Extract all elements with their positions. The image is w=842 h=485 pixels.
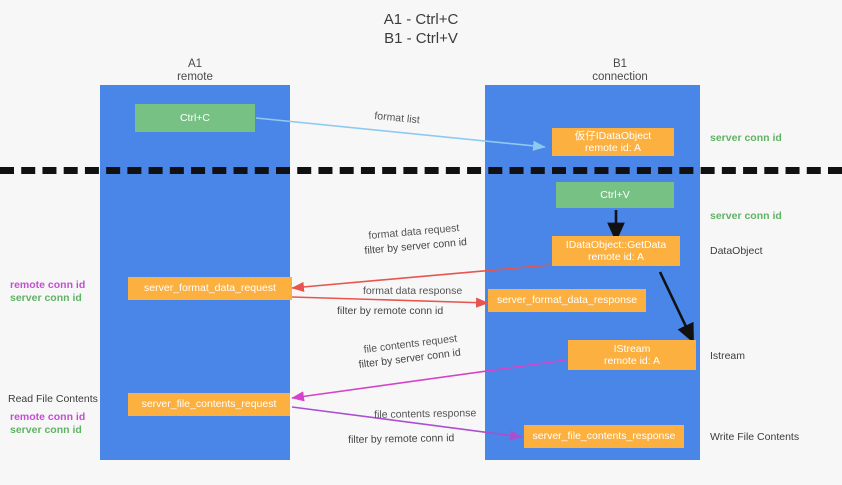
- title-line-1: A1 - Ctrl+C: [383, 11, 459, 28]
- box-istream-line1: IStream: [613, 342, 651, 355]
- column-header-b1: B1 connection: [530, 58, 710, 84]
- left-label-remote-conn-id-upper: remote conn id: [10, 279, 86, 291]
- arrow-format-data-response: [291, 296, 489, 308]
- arrow-getdata-to-istream: [658, 271, 694, 344]
- box-idataobject-getdata-line2: remote id: A: [587, 251, 645, 263]
- right-label-write-file-contents: Write File Contents: [710, 431, 800, 443]
- filter-prefix: filter by: [337, 305, 374, 317]
- box-server-format-data-request-label: server_format_data_request: [144, 282, 276, 295]
- title-line-2: B1 - Ctrl+V: [384, 30, 458, 47]
- filter-prefix: filter by: [364, 241, 402, 257]
- label-file-contents-response: file contents response: [374, 407, 477, 421]
- column-header-a1: A1 remote: [105, 58, 285, 84]
- label-format-data-response: format data response: [363, 285, 463, 297]
- box-ctrl-v[interactable]: Ctrl+V: [556, 182, 674, 208]
- filter-key-remote-conn-id: remote conn id: [384, 432, 455, 446]
- box-clipboard-idataobject[interactable]: 仮仔IDataObject remote id: A: [552, 128, 674, 156]
- box-idataobject-getdata[interactable]: IDataObject::GetData remote id: A: [552, 236, 680, 266]
- arrow-format-list: [255, 117, 546, 151]
- column-a1-name: A1: [187, 58, 203, 70]
- box-server-file-contents-response-label: server_file_contents_response: [532, 430, 676, 443]
- arrow-format-data-request: [291, 264, 551, 293]
- arrow-file-contents-response: [291, 406, 523, 441]
- box-server-file-contents-request-label: server_file_contents_request: [141, 398, 277, 411]
- box-ctrl-c-label: Ctrl+C: [179, 111, 211, 124]
- arrow-file-contents-request: [291, 359, 567, 402]
- box-server-format-data-response-label: server_format_data_response: [496, 294, 638, 307]
- column-b1-name: B1: [612, 58, 628, 70]
- filter-key-remote-conn-id: remote conn id: [373, 305, 444, 317]
- box-clipboard-idataobject-line1: 仮仔IDataObject: [574, 129, 652, 142]
- column-b1-sub: connection: [592, 71, 648, 83]
- right-label-server-conn-id-top: server conn id: [710, 132, 782, 144]
- right-label-server-conn-id-mid: server conn id: [710, 210, 782, 222]
- left-label-remote-conn-id-lower: remote conn id: [10, 411, 86, 423]
- box-server-format-data-response[interactable]: server_format_data_response: [488, 289, 646, 312]
- left-label-server-conn-id-upper: server conn id: [10, 292, 82, 304]
- box-istream[interactable]: IStream remote id: A: [568, 340, 696, 370]
- box-ctrl-v-label: Ctrl+V: [600, 188, 630, 201]
- left-label-server-conn-id-lower: server conn id: [10, 424, 82, 436]
- box-server-format-data-request[interactable]: server_format_data_request: [128, 277, 292, 300]
- right-label-dataobject: DataObject: [710, 245, 763, 257]
- right-label-istream: Istream: [710, 350, 746, 362]
- phase-divider: [0, 167, 842, 174]
- label-file-contents-response-filter: filter by remote conn id: [348, 432, 454, 447]
- box-server-file-contents-response[interactable]: server_file_contents_response: [524, 425, 684, 448]
- box-server-file-contents-request[interactable]: server_file_contents_request: [128, 393, 290, 416]
- box-ctrl-c[interactable]: Ctrl+C: [135, 104, 255, 132]
- box-clipboard-idataobject-line2: remote id: A: [584, 142, 642, 154]
- left-label-read-file-contents: Read File Contents: [8, 393, 98, 405]
- box-idataobject-getdata-line1: IDataObject::GetData: [565, 238, 667, 251]
- page-title: A1 - Ctrl+C B1 - Ctrl+V: [0, 10, 842, 48]
- filter-prefix: filter by: [348, 433, 385, 446]
- column-a1-sub: remote: [177, 71, 213, 83]
- label-format-data-response-filter: filter by remote conn id: [337, 305, 443, 318]
- box-istream-line2: remote id: A: [603, 355, 661, 367]
